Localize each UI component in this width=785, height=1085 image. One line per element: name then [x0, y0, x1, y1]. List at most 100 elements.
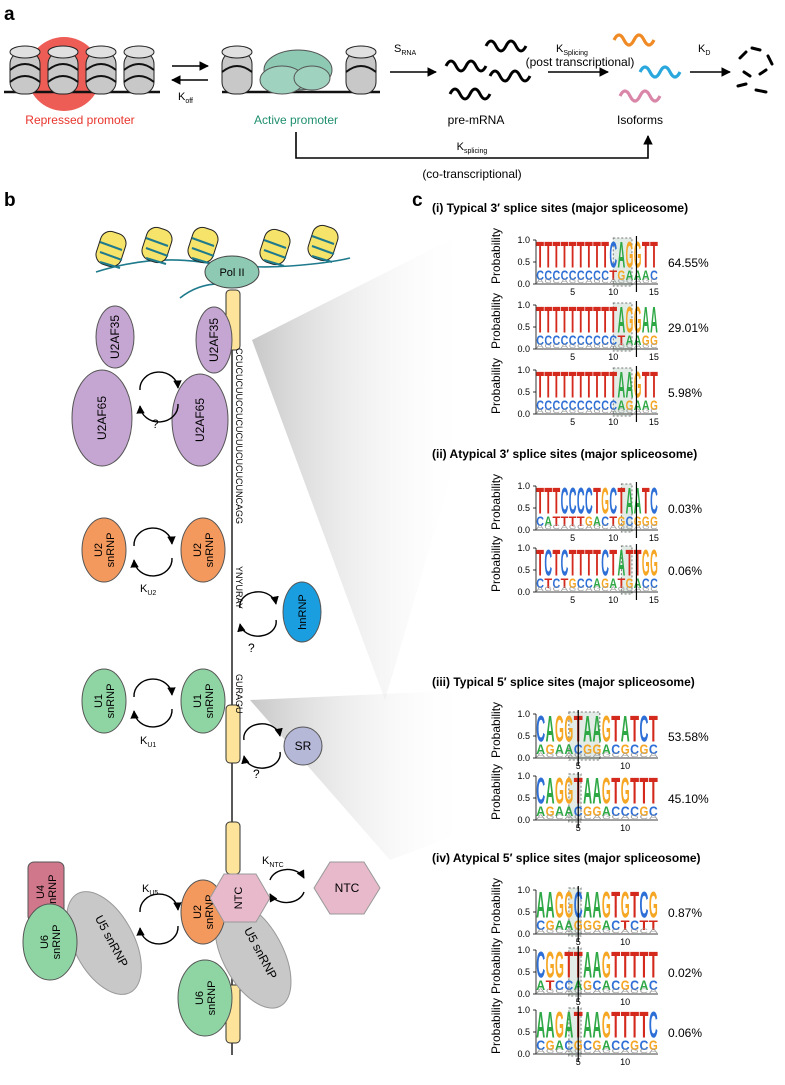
logo-letter: A: [634, 333, 642, 348]
svg-text:U2: U2: [93, 543, 105, 557]
logo-letter: T: [609, 542, 617, 583]
y-tick-label: 0.0: [517, 525, 530, 535]
logo-letter: C: [583, 753, 593, 759]
y-tick-label: 1.0: [517, 1005, 530, 1015]
svg-text:snRNP: snRNP: [204, 533, 216, 568]
logo-letter: G: [555, 708, 564, 749]
logo-letter: C: [611, 742, 620, 757]
svg-text:U6: U6: [39, 935, 51, 949]
x-tick-label: 5: [576, 761, 581, 771]
y-tick-label: 0.0: [517, 587, 530, 597]
logo-letter: T: [630, 1004, 639, 1045]
logo-letter: A: [593, 753, 601, 759]
logo-letter: C: [561, 268, 569, 283]
logo-letter: T: [544, 299, 552, 340]
logo-letter: C: [650, 525, 658, 531]
logo-letter: C: [650, 576, 658, 591]
logo-letter: C: [555, 1049, 565, 1055]
svg-text:U2AF35: U2AF35: [207, 318, 221, 362]
logo-letter: A: [564, 918, 573, 933]
logo-letter: A: [649, 815, 657, 821]
logo-letter: G: [621, 742, 630, 757]
y-tick-label: 0.0: [517, 409, 530, 419]
logo-letter: C: [593, 333, 601, 348]
logo-letter: A: [536, 742, 545, 757]
pol2-enzyme: [204, 255, 260, 289]
logo-letter: G: [601, 576, 609, 591]
logo-letter: C: [626, 344, 634, 350]
y-tick-label: 0.5: [517, 503, 530, 513]
logo-percentage: 0.06%: [668, 1026, 702, 1040]
logo-letter: G: [546, 742, 555, 757]
logo-letter: T: [621, 944, 630, 985]
logo-letter: G: [569, 344, 577, 350]
ntc-bound: NTC: [209, 873, 271, 923]
y-tick-label: 0.0: [517, 1049, 530, 1059]
logo-letter: A: [546, 1004, 555, 1045]
logo-letter: A: [536, 1049, 544, 1055]
y-tick-label: 1.0: [517, 235, 530, 245]
y-tick-label: 0.5: [517, 1027, 530, 1037]
logo-letter: A: [536, 409, 543, 415]
logo-letter: T: [561, 299, 569, 340]
panel-a-label: a: [4, 4, 15, 25]
y-tick-label: 1.0: [517, 365, 530, 375]
logo-letter: T: [642, 234, 650, 275]
logo-letter: A: [536, 804, 545, 819]
sequence-logo: Probability1.00.50.0ACAAGGGACGAACGGAGCAG…: [489, 878, 702, 947]
logo-letter: C: [626, 587, 634, 593]
logo-letter: C: [553, 279, 561, 285]
logo-letter: A: [593, 1049, 601, 1055]
logo-letter: A: [555, 804, 564, 819]
logo-letter: G: [642, 333, 650, 348]
logo-letter: C: [577, 480, 585, 521]
logo-letter: G: [555, 884, 564, 925]
x-tick-label: 15: [649, 533, 659, 543]
co-transcriptional-label: (co-transcriptional): [422, 167, 521, 181]
logo-letter: C: [585, 333, 593, 348]
logo-letter: G: [545, 525, 553, 531]
logo-letter: A: [536, 344, 543, 350]
logo-letter: A: [610, 279, 617, 285]
logo-letter: T: [621, 1004, 630, 1045]
logo-letter: G: [626, 234, 634, 275]
logo-letter: T: [577, 514, 585, 529]
logo-letter: A: [561, 279, 568, 285]
logo-letter: A: [561, 587, 568, 593]
logo-percentage: 29.01%: [668, 321, 709, 335]
logo-letter: A: [565, 1049, 573, 1055]
logo-letter: C: [555, 753, 565, 759]
logo-letter: G: [593, 742, 602, 757]
logo-letter: G: [602, 1049, 611, 1055]
logo-letter: C: [577, 279, 585, 285]
logo-letter: T: [544, 364, 552, 405]
logo-letter: C: [630, 742, 639, 757]
logo-letter: T: [639, 770, 648, 811]
logo-letter: T: [609, 364, 617, 405]
u2-bind-arrow: [133, 527, 176, 547]
logo-letter: C: [612, 1049, 622, 1055]
logo-letter: C: [577, 398, 585, 413]
logo-letter: G: [621, 770, 630, 811]
logo-letter: C: [650, 480, 658, 521]
logo-letter: T: [630, 708, 639, 749]
sr-protein: SR: [283, 726, 323, 766]
logo-letter: A: [565, 989, 573, 995]
logo-letter: T: [564, 944, 573, 985]
zoom-cone-5ss: [250, 690, 470, 860]
logo-letter: C: [601, 525, 609, 531]
x-tick-label: 5: [570, 287, 575, 297]
logo-letter: C: [561, 542, 569, 583]
ksplicing-co-label: Ksplicing: [457, 141, 488, 155]
logo-letter: G: [545, 344, 553, 350]
y-axis-label: Probability: [489, 358, 503, 414]
logo-letter: A: [593, 708, 602, 749]
logo-letter: C: [536, 514, 544, 529]
logo-letter: T: [634, 542, 642, 583]
nucleosome-5: [221, 45, 253, 95]
logo-letter: A: [610, 525, 617, 531]
y-tick-label: 0.0: [517, 344, 530, 354]
logo-letter: A: [583, 884, 592, 925]
logo-letter: G: [593, 587, 601, 593]
x-tick-label: 15: [649, 287, 659, 297]
